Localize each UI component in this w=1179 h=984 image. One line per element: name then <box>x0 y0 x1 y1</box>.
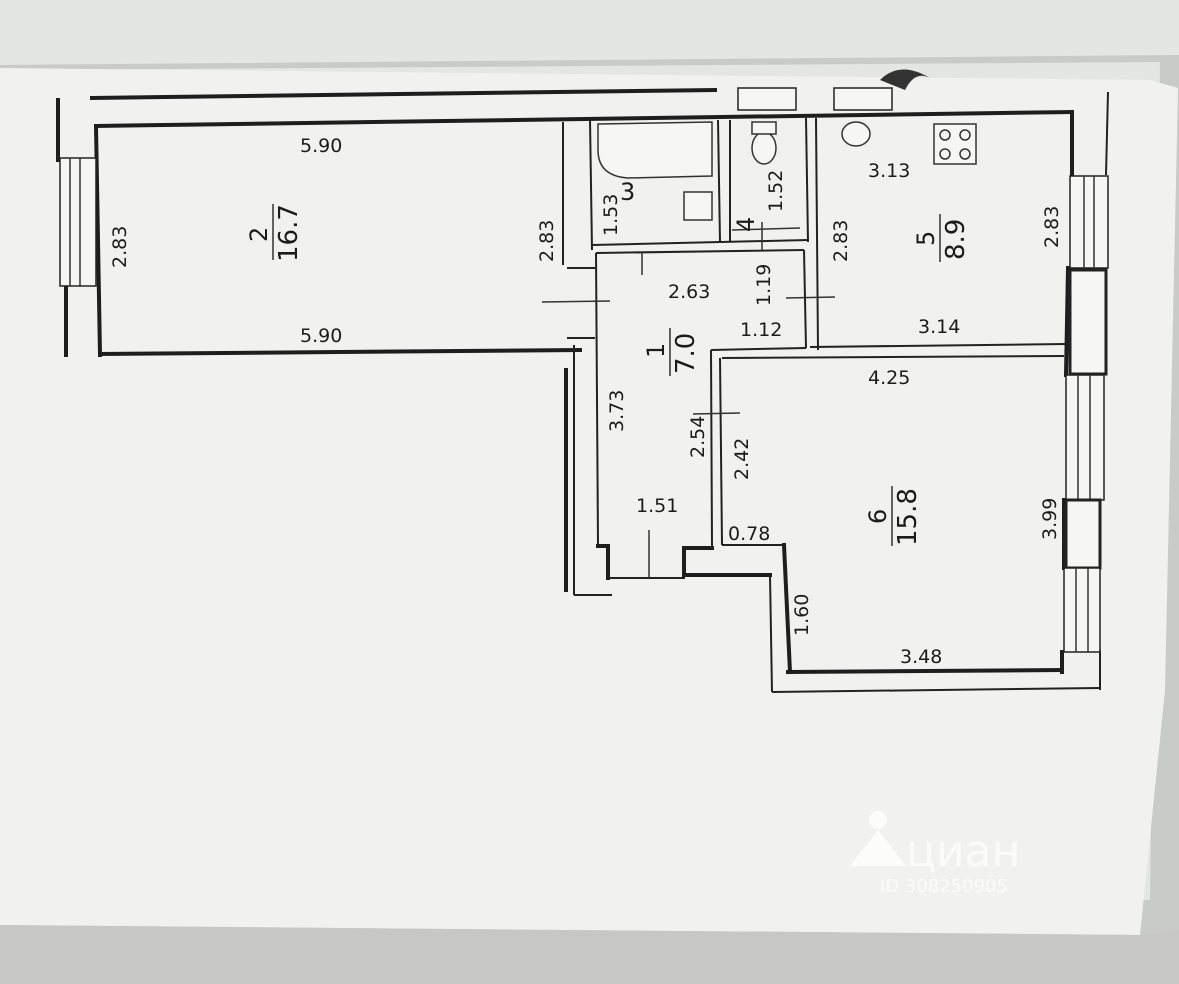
dimension-labels: 5.90 5.90 2.83 2.83 1.53 1.52 3.13 3.14 … <box>109 135 1063 668</box>
windows <box>59 87 1109 653</box>
dim-wc-width: 1.52 <box>765 170 787 212</box>
sink-icon <box>683 191 713 221</box>
dim-kitchen-bottom: 3.14 <box>918 316 960 338</box>
svg-text:3: 3 <box>620 178 635 206</box>
dim-hall-bottom: 1.51 <box>636 495 678 517</box>
svg-text:4: 4 <box>732 217 760 232</box>
watermark: циан ID 308250905 <box>850 811 1020 897</box>
room-1-label: 1 7.0 <box>642 328 701 376</box>
dim-kitchen-top: 3.13 <box>868 160 910 182</box>
svg-text:1: 1 <box>642 343 670 358</box>
svg-text:5: 5 <box>912 231 940 246</box>
window-room6-b <box>1063 567 1101 653</box>
dim-hall-right: 2.54 <box>687 416 709 458</box>
dim-room2-right: 2.83 <box>536 220 558 262</box>
toilet-wc-icon <box>751 131 777 165</box>
plant-shadow <box>880 69 930 90</box>
window-room2 <box>59 157 97 287</box>
dim-hall-niche-height: 1.19 <box>753 264 775 306</box>
dim-room6-step-height: 1.60 <box>791 594 813 636</box>
dim-bath-height: 1.53 <box>600 194 622 236</box>
dim-room6-step-width: 0.78 <box>728 523 770 545</box>
vent-kitchen <box>833 87 893 111</box>
dim-room6-bottom: 3.48 <box>900 646 942 668</box>
watermark-brand: циан <box>906 826 1020 877</box>
dim-room6-top: 4.25 <box>868 367 910 389</box>
dim-room2-left: 2.83 <box>109 226 131 268</box>
pier-kitchen <box>1068 268 1108 376</box>
svg-text:7.0: 7.0 <box>671 333 701 374</box>
door-ticks <box>541 222 836 578</box>
toilet-kitchen-icon <box>841 121 871 147</box>
dim-room6-right: 3.99 <box>1039 498 1061 540</box>
window-room6-a <box>1065 374 1105 501</box>
room-3-label: 3 <box>620 178 635 206</box>
room-5-label: 5 8.9 <box>912 214 971 262</box>
dim-kitchen-right: 2.83 <box>1041 206 1063 248</box>
pier-room6 <box>1064 498 1102 570</box>
dim-kitchen-left: 2.83 <box>830 220 852 262</box>
stove-icon <box>933 123 977 165</box>
cian-logo-icon <box>850 811 906 866</box>
svg-text:16.7: 16.7 <box>274 204 304 262</box>
bathtub-icon <box>597 121 713 179</box>
vent-wc <box>737 87 797 111</box>
watermark-id: ID 308250905 <box>880 876 1008 897</box>
svg-text:2: 2 <box>245 227 273 242</box>
svg-text:8.9: 8.9 <box>941 219 971 260</box>
room-2-label: 2 16.7 <box>245 204 304 262</box>
room-4-label: 4 <box>732 217 760 232</box>
dim-room6-left: 2.42 <box>731 438 753 480</box>
window-kitchen <box>1069 175 1109 269</box>
room-6-label: 6 15.8 <box>864 486 923 546</box>
dim-room2-top: 5.90 <box>300 135 342 157</box>
dim-hall-left: 3.73 <box>606 390 628 432</box>
dim-hall-top: 2.63 <box>668 281 710 303</box>
fixtures <box>597 69 977 221</box>
dim-room2-bottom: 5.90 <box>300 325 342 347</box>
dim-hall-niche-width: 1.12 <box>740 319 782 341</box>
room-labels: 2 16.7 3 4 5 8.9 1 7.0 6 15.8 <box>245 178 971 546</box>
svg-text:15.8: 15.8 <box>893 488 923 546</box>
svg-text:6: 6 <box>864 509 892 524</box>
